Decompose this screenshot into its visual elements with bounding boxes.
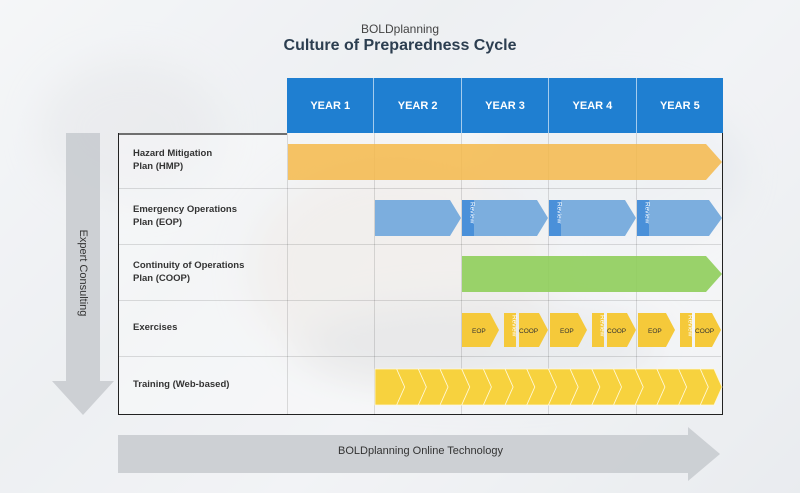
column-divider	[374, 133, 375, 415]
row-training: Training (Web-based)	[119, 357, 721, 413]
year-column-header: YEAR 1	[287, 78, 375, 133]
svg-text:EOP: EOP	[560, 328, 574, 335]
review-tag	[592, 313, 604, 347]
coop-exercise-chevron	[519, 313, 548, 347]
svg-text:COOP: COOP	[607, 328, 626, 335]
training-chevrons	[374, 368, 723, 406]
column-divider	[461, 133, 462, 415]
exercise-group: EOP Review COOP	[550, 313, 636, 347]
svg-text:COOP: COOP	[695, 328, 714, 335]
eop-bar	[561, 200, 636, 236]
exercise-group: EOP Review COOP	[462, 313, 548, 347]
svg-text:EOP: EOP	[648, 328, 662, 335]
eop-bar	[375, 200, 461, 236]
review-tag: Review	[637, 200, 651, 236]
eop-exercise-chevron	[462, 313, 499, 347]
year-header: YEAR 1 YEAR 2 YEAR 3 YEAR 4 YEAR 5	[287, 78, 723, 133]
eop-bar	[649, 200, 722, 236]
training-chevron	[699, 368, 723, 406]
svg-text:EOP: EOP	[472, 328, 486, 335]
hmp-bar	[288, 144, 722, 180]
svg-text:Review: Review	[469, 202, 476, 224]
svg-text:Review: Review	[556, 202, 563, 224]
coop-exercise-chevron	[695, 313, 721, 347]
row-exercises: Exercises	[119, 301, 721, 357]
online-technology-arrow	[118, 427, 720, 481]
column-divider	[287, 133, 288, 415]
coop-bar	[462, 256, 722, 292]
svg-text:Review: Review	[511, 315, 518, 337]
year-column-header: YEAR 3	[462, 78, 550, 133]
brand-name: BOLDplanning	[360, 22, 440, 36]
row-label: Training (Web-based)	[133, 378, 230, 390]
eop-exercise-chevron	[638, 313, 675, 347]
review-tag: Review	[462, 200, 476, 236]
review-tag: Review	[549, 200, 563, 236]
expert-consulting-arrow	[52, 133, 114, 415]
coop-exercise-chevron	[607, 313, 636, 347]
review-tag	[680, 313, 692, 347]
svg-text:COOP: COOP	[519, 328, 538, 335]
page-title: Culture of Preparedness Cycle	[283, 37, 517, 54]
grid-top-border	[118, 133, 287, 135]
online-technology-label: BOLDplanning Online Technology	[338, 445, 503, 457]
svg-text:Review: Review	[644, 202, 651, 224]
eop-bar	[474, 200, 548, 236]
svg-text:Review: Review	[599, 315, 606, 337]
year-column-header: YEAR 4	[549, 78, 637, 133]
year-column-header: YEAR 2	[374, 78, 462, 133]
review-tag	[504, 313, 516, 347]
year-column-header: YEAR 5	[659, 99, 700, 112]
exercise-group: EOP Review COOP	[638, 313, 721, 347]
eop-exercise-chevron	[550, 313, 587, 347]
svg-text:Review: Review	[687, 315, 694, 337]
row-label: Exercises	[133, 322, 178, 334]
